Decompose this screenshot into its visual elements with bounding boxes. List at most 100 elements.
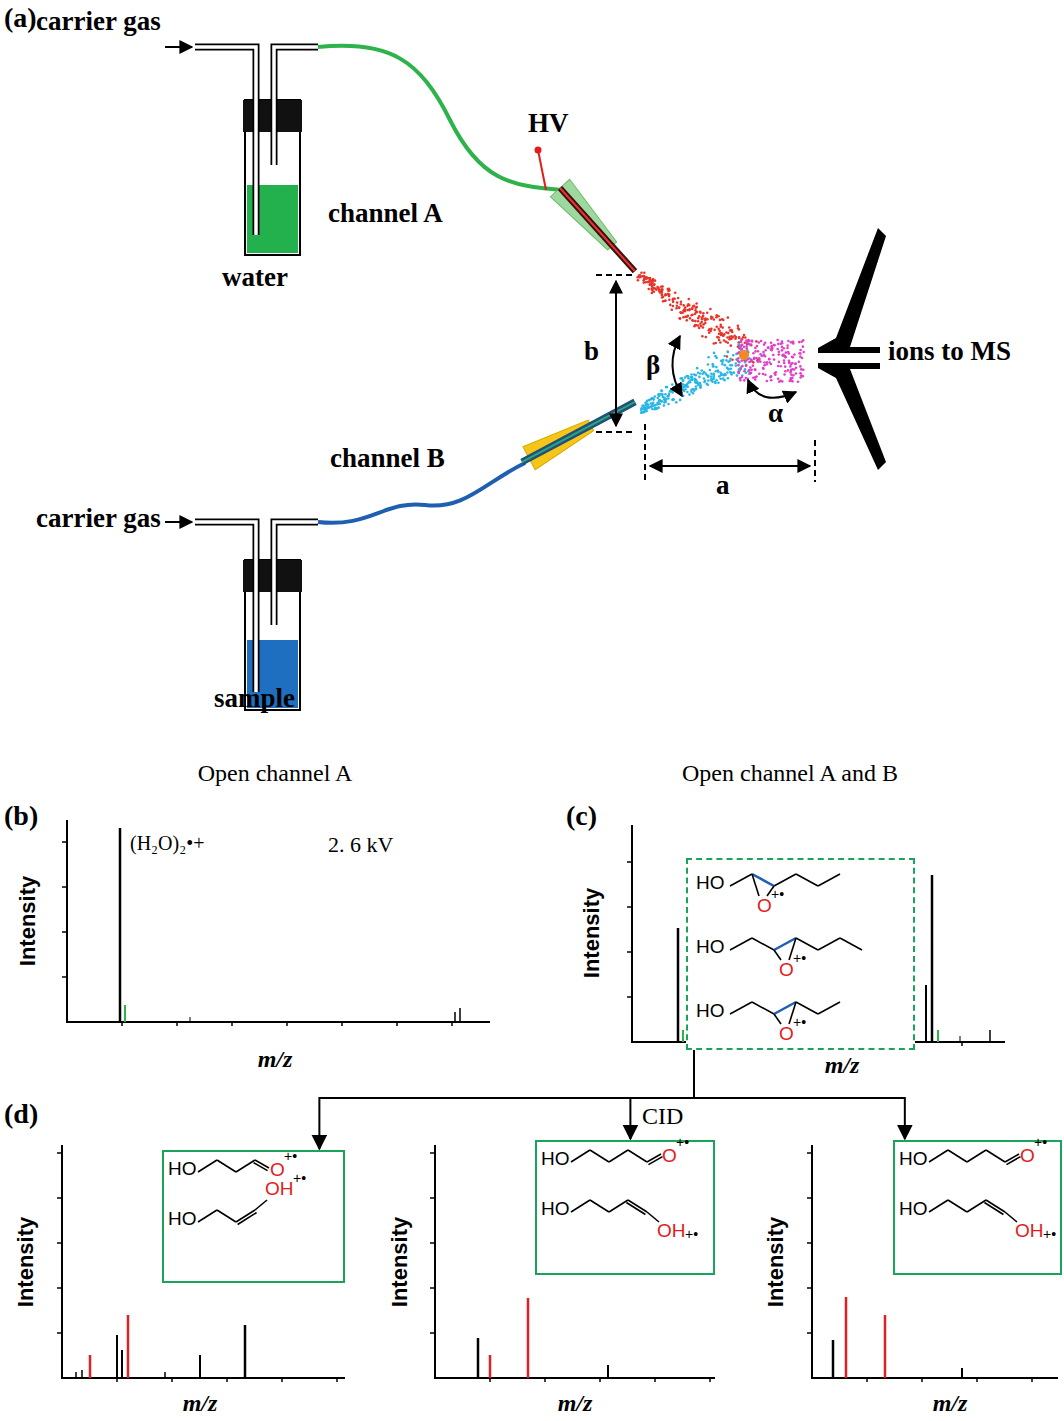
spray-dot [687, 382, 690, 385]
ms-inlet [818, 228, 886, 353]
spray-dot [658, 403, 661, 406]
spray-dot [717, 327, 720, 330]
spray-dot [680, 300, 683, 303]
spray-dot [671, 391, 674, 394]
angle-beta [672, 336, 682, 396]
spray-dot [649, 283, 652, 286]
spray-dot [723, 355, 726, 358]
spray-dot [718, 375, 721, 378]
spray-dot [729, 329, 732, 332]
spray-dot [777, 365, 780, 368]
spray-dot [799, 365, 802, 368]
spray-dot [695, 385, 698, 388]
axis-tick [57, 1332, 62, 1334]
charge-label: +• [771, 886, 784, 902]
drawing-part [195, 47, 256, 235]
spray-dot [795, 366, 798, 369]
drawing-part [274, 47, 318, 165]
atom-label: HO [696, 872, 725, 894]
spray-dot [722, 359, 725, 362]
spray-dot [710, 328, 713, 331]
spray-dot [754, 376, 757, 379]
spray-dot [679, 317, 682, 320]
bond [255, 1200, 267, 1210]
spray-dot [699, 386, 702, 389]
spray-dot [721, 363, 724, 366]
spray-dot [712, 373, 715, 376]
spray-dot [689, 317, 692, 320]
spray-dot [767, 346, 770, 349]
spray-dot [682, 304, 685, 307]
charge-label: +• [293, 1170, 306, 1186]
spray-dot [657, 406, 660, 409]
spray-dot [751, 340, 754, 343]
spray-dot [740, 341, 743, 344]
spray-dot [763, 354, 766, 357]
spray-dot [747, 339, 750, 342]
spray-dot [678, 317, 681, 320]
spray-dot [698, 315, 701, 318]
spray-dot [729, 338, 732, 341]
spray-dot [768, 361, 771, 364]
spray-dot [727, 341, 730, 344]
spectrum-peak [937, 1030, 939, 1042]
spray-dot [763, 364, 766, 367]
spray-dot [726, 336, 729, 339]
atom-label: O [270, 1159, 285, 1181]
spray-dot [642, 404, 645, 407]
axis-tick [57, 1242, 62, 1244]
panel-letter: (c) [566, 800, 597, 832]
spray-dot [677, 297, 680, 300]
spray-dot [729, 344, 732, 347]
spray-dot [685, 319, 688, 322]
spray-dot [701, 335, 704, 338]
spray-dot [722, 334, 725, 337]
spray-dot [786, 347, 789, 350]
drawing-part [520, 399, 636, 465]
spray-dot [710, 375, 713, 378]
spray-dot [769, 376, 772, 379]
spray-dot [664, 294, 667, 297]
spray-dot [707, 383, 710, 386]
spray-dot [667, 290, 670, 293]
spray-dot [790, 378, 793, 381]
spray-dot [710, 317, 713, 320]
spray-dot [672, 305, 675, 308]
molecule-bonds [535, 1140, 835, 1360]
spray-dot [794, 363, 797, 366]
hv-wire [538, 150, 546, 190]
molecule-bonds [162, 1150, 462, 1370]
spray-dot [698, 327, 701, 330]
spray-dot [683, 309, 686, 312]
spray-dot [680, 303, 683, 306]
spray-dot [694, 381, 697, 384]
atom-label: HO [899, 1148, 928, 1170]
spray-dot [762, 351, 765, 354]
spray-dot [707, 356, 710, 359]
text-label: carrier gas [36, 6, 161, 37]
spray-dot [668, 295, 671, 298]
spray-dot [691, 319, 694, 322]
text-label: Open channel A and B [682, 760, 898, 787]
spray-dot [749, 372, 752, 375]
axis-tick [430, 1152, 435, 1154]
spray-dot [654, 395, 657, 398]
spray-dot [741, 343, 744, 346]
axis-tick [807, 1197, 812, 1199]
spray-dot [702, 326, 705, 329]
drawing-part [274, 47, 318, 165]
spray-dot [738, 347, 741, 350]
spray-dot [766, 361, 769, 364]
cid-arrow [319, 1050, 694, 1149]
spray-dot [660, 389, 663, 392]
spray-dot [730, 367, 733, 370]
atom-label: O [779, 959, 794, 981]
spray-dot [776, 348, 779, 351]
spray-dot [658, 402, 661, 405]
bond [730, 874, 752, 886]
spectrum-peak [682, 1030, 684, 1042]
spray-dot [661, 293, 664, 296]
spray-dot [647, 406, 650, 409]
spray-dot [675, 307, 678, 310]
spectrum-peak [960, 1036, 961, 1042]
